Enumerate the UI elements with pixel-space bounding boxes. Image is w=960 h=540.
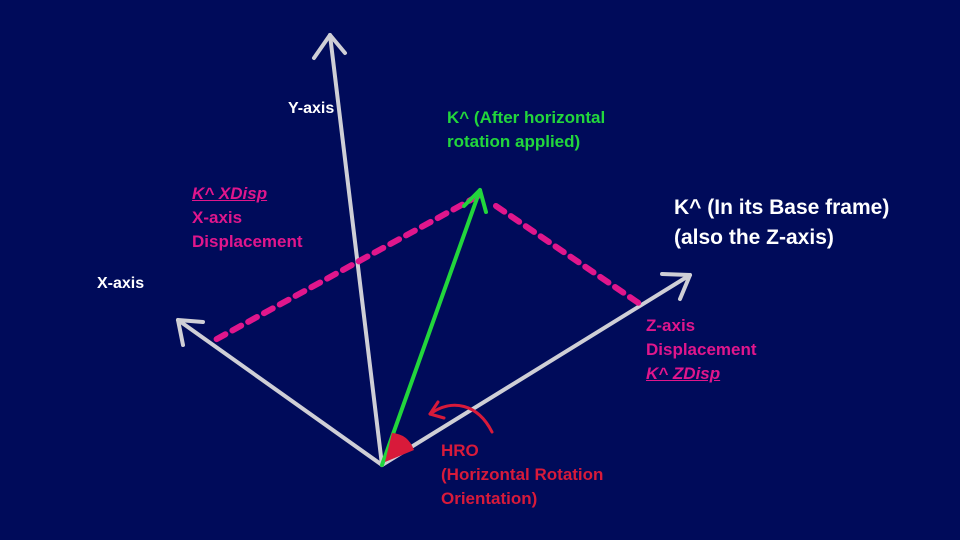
x-displacement-label: K^ XDisp X-axis Displacement xyxy=(192,182,303,254)
z-displacement-line1: Z-axis xyxy=(646,316,696,335)
hro-line3: Orientation) xyxy=(441,489,538,508)
x-displacement-line2: Displacement xyxy=(192,232,303,251)
z-displacement-label: Z-axis Displacement K^ ZDisp xyxy=(646,314,757,386)
hro-line1: HRO xyxy=(441,441,479,460)
k-after-rotation-arrow xyxy=(380,188,488,467)
x-displacement-line1: X-axis xyxy=(192,208,243,227)
hro-label: HRO (Horizontal Rotation Orientation) xyxy=(441,439,603,511)
k-base-frame-line2: (also the Z-axis) xyxy=(674,226,834,249)
x-axis-label: X-axis xyxy=(97,275,145,292)
x-displacement-line xyxy=(212,193,481,343)
hro-line2: (Horizontal Rotation xyxy=(441,465,604,484)
k-base-frame-label: K^ (In its Base frame) (also the Z-axis) xyxy=(674,193,889,253)
k-after-rotation-line2: rotation applied) xyxy=(447,132,581,151)
z-displacement-line2: Displacement xyxy=(646,340,757,359)
z-displacement-title: K^ ZDisp xyxy=(646,364,721,383)
x-displacement-title: K^ XDisp xyxy=(192,184,268,203)
y-axis-arrow xyxy=(312,33,384,467)
x-axis-arrow xyxy=(176,318,384,467)
k-after-rotation-line1: K^ (After horizontal xyxy=(447,108,606,127)
z-displacement-line xyxy=(493,203,643,307)
k-after-rotation-label: K^ (After horizontal rotation applied) xyxy=(447,106,605,154)
y-axis-label: Y-axis xyxy=(288,100,335,117)
hro-rotation-arrow xyxy=(428,400,494,434)
hro-angle-marker xyxy=(385,433,414,462)
z-axis-arrow xyxy=(380,272,692,467)
k-base-frame-line1: K^ (In its Base frame) xyxy=(674,196,890,219)
